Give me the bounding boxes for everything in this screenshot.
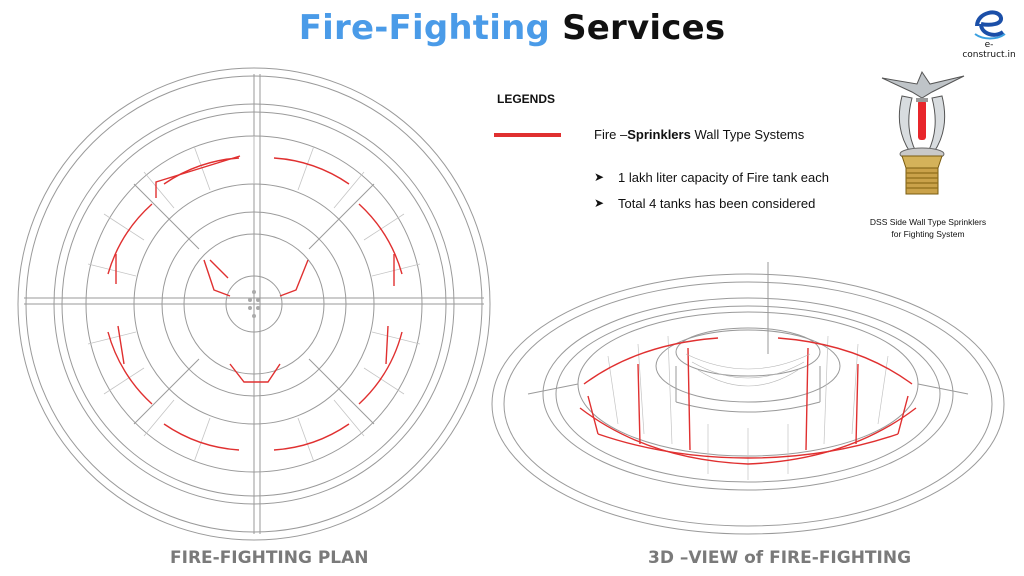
sprinkler-caption: DSS Side Wall Type Sprinklers for Fighti… — [869, 217, 987, 239]
arrow-bullet-icon: ➤ — [594, 170, 605, 184]
bullet-item: ➤ 1 lakh liter capacity of Fire tank eac… — [594, 170, 829, 196]
arrow-bullet-icon: ➤ — [594, 196, 605, 210]
page-title: Fire-Fighting Services — [0, 8, 1024, 48]
fire-fighting-3d-view-drawing — [491, 262, 1005, 535]
logo-text: e-construct.in — [962, 40, 1016, 60]
legend-swatch — [494, 133, 561, 137]
bullet-text: 1 lakh liter capacity of Fire tank each — [618, 170, 829, 185]
logo-icon — [974, 10, 1006, 40]
sprinkler-image — [881, 70, 965, 195]
view3d-label: 3D –VIEW of FIRE-FIGHTING — [648, 548, 912, 568]
bullet-list: ➤ 1 lakh liter capacity of Fire tank eac… — [594, 170, 829, 222]
plan-label: FIRE-FIGHTING PLAN — [170, 548, 369, 568]
bullet-text: Total 4 tanks has been considered — [618, 196, 816, 211]
bullet-item: ➤ Total 4 tanks has been considered — [594, 196, 829, 222]
brand-logo: e-construct.in — [958, 4, 1020, 60]
title-main: Services — [562, 8, 726, 48]
title-accent: Fire-Fighting — [298, 8, 551, 48]
legend-heading: LEGENDS — [497, 92, 556, 106]
legend-label: Fire –Sprinklers Wall Type Systems — [594, 127, 805, 142]
fire-fighting-plan-drawing — [17, 67, 491, 541]
